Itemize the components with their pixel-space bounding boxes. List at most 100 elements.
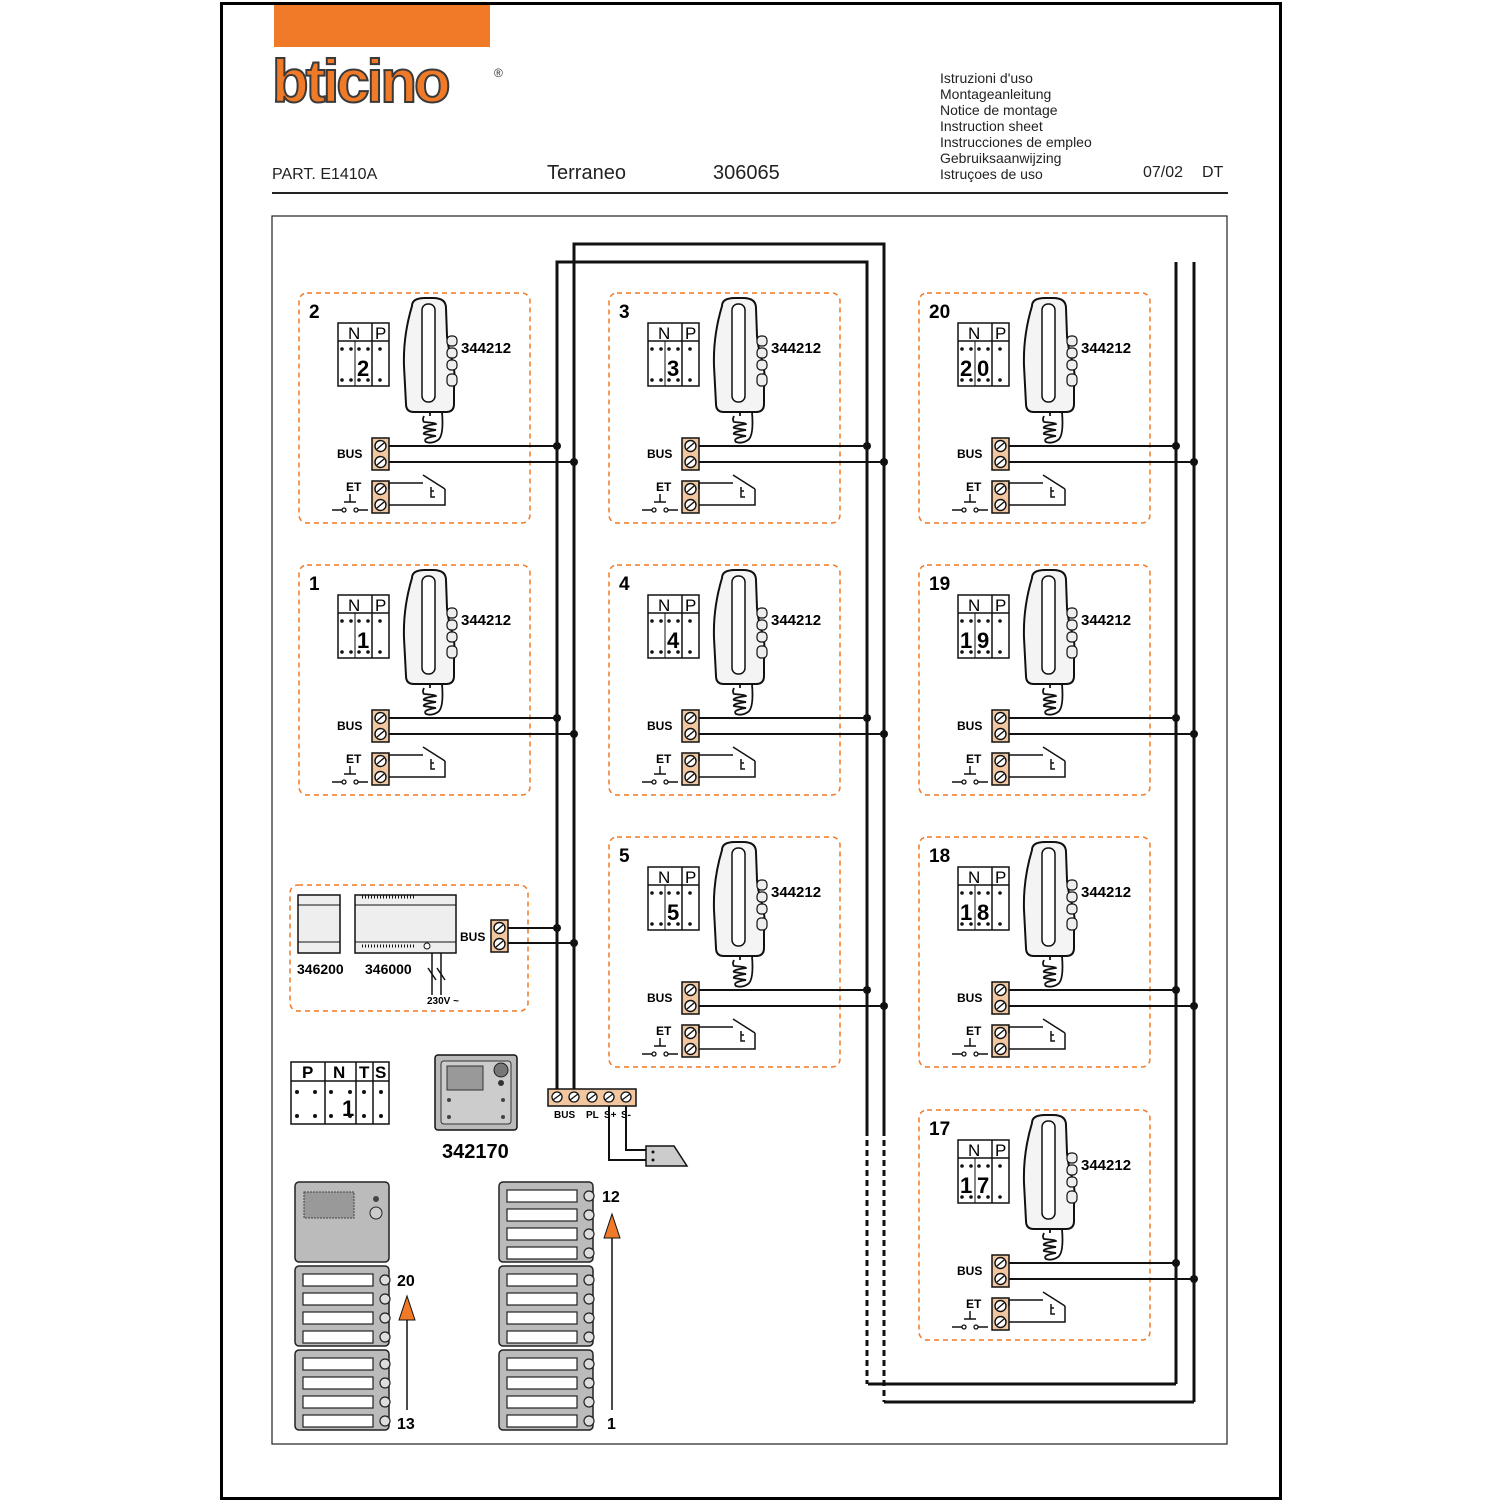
col-p: P	[302, 1063, 313, 1082]
np-col-n: N	[658, 324, 670, 343]
bus-label: BUS	[957, 447, 982, 461]
handset-model: 344212	[771, 884, 821, 901]
et-terminal	[681, 1024, 700, 1058]
np-digit-tens: 1	[960, 1173, 972, 1198]
np-digit-units: 0	[977, 356, 989, 381]
left-column-bottom: 13	[397, 1416, 415, 1433]
bell-icon	[1008, 1291, 1066, 1323]
np-col-p: P	[375, 596, 386, 615]
handset-number: 1	[309, 574, 320, 595]
handset-model: 344212	[461, 612, 511, 629]
handset-model: 344212	[1081, 1157, 1131, 1174]
col-s: S	[375, 1063, 386, 1082]
bell-icon	[698, 746, 756, 778]
entrance-model: 342170	[442, 1141, 509, 1163]
voltage-label: 230V ~	[427, 996, 459, 1007]
handset-icon	[402, 297, 458, 444]
bell-icon	[1008, 1018, 1066, 1050]
push-button-icon	[951, 493, 989, 513]
np-table	[957, 594, 1010, 659]
np-table	[957, 866, 1010, 931]
np-col-n: N	[658, 596, 670, 615]
np-table	[647, 322, 700, 387]
handset-icon	[1022, 1114, 1078, 1261]
handset-model: 344212	[1081, 884, 1131, 901]
np-col-p: P	[685, 868, 696, 887]
np-col-n: N	[968, 868, 980, 887]
supply-module-346200	[297, 894, 341, 954]
et-terminal	[991, 752, 1010, 786]
np-col-p: P	[995, 868, 1006, 887]
handset-icon	[712, 297, 768, 444]
np-col-p: P	[685, 324, 696, 343]
language-label: Instrucciones de empleo	[940, 134, 1092, 150]
power-model-b: 346000	[365, 961, 412, 977]
np-col-p: P	[685, 596, 696, 615]
et-terminal	[991, 480, 1010, 514]
np-col-p: P	[995, 324, 1006, 343]
push-button-icon	[331, 493, 369, 513]
np-col-p: P	[995, 596, 1006, 615]
handset-model: 344212	[461, 340, 511, 357]
et-terminal	[371, 480, 390, 514]
registered-mark: ®	[494, 66, 503, 80]
np-digit-units: 4	[667, 628, 680, 653]
push-button-icon	[641, 493, 679, 513]
bus-label: BUS	[957, 719, 982, 733]
col-n: N	[333, 1063, 345, 1082]
right-column-bottom: 1	[607, 1416, 616, 1433]
handset-number: 5	[619, 846, 630, 867]
np-digit-tens: 1	[960, 628, 972, 653]
np-digit-tens: 2	[960, 356, 972, 381]
np-col-p: P	[995, 1141, 1006, 1160]
diagram-frame	[271, 215, 1228, 1445]
power-bus-label: BUS	[460, 930, 485, 944]
handset-number: 19	[929, 574, 950, 595]
handset-icon	[712, 841, 768, 988]
terminal-splus-label: S+	[604, 1110, 617, 1121]
np-col-n: N	[348, 596, 360, 615]
document-type: DT	[1202, 164, 1224, 181]
handset-number: 3	[619, 302, 630, 323]
language-label: Notice de montage	[940, 102, 1058, 118]
brand-color-bar	[274, 5, 490, 47]
left-column-top: 20	[397, 1273, 415, 1290]
handset-icon	[1022, 569, 1078, 716]
instruction-sheet	[220, 2, 1282, 1500]
bell-icon	[698, 474, 756, 506]
numbering-arrows: 20 13 12 1	[397, 1189, 621, 1433]
handset-number: 18	[929, 846, 950, 867]
bell-icon	[1008, 746, 1066, 778]
et-terminal	[991, 1297, 1010, 1331]
np-table	[957, 322, 1010, 387]
handset-model: 344212	[1081, 340, 1131, 357]
push-button-icon	[641, 1037, 679, 1057]
language-label: Instruction sheet	[940, 118, 1043, 134]
series-name: Terraneo	[547, 162, 626, 184]
lock-release-icon	[645, 1145, 689, 1167]
np-digit-tens: 1	[960, 900, 972, 925]
issue-date: 07/02	[1143, 164, 1184, 181]
bus-terminal	[991, 1254, 1010, 1288]
terminal-bus-label: BUS	[554, 1110, 575, 1121]
np-digit-units: 8	[977, 900, 989, 925]
np-digit-units: 1	[357, 628, 369, 653]
power-model-a: 346200	[297, 961, 344, 977]
handset-icon	[1022, 841, 1078, 988]
np-table	[647, 866, 700, 931]
handset-number: 17	[929, 1119, 950, 1140]
et-label: ET	[966, 480, 982, 494]
part-number: PART. E1410A	[272, 166, 378, 183]
push-button-icon	[951, 765, 989, 785]
bus-terminal	[991, 981, 1010, 1015]
backbone-wires	[555, 242, 1196, 1404]
language-label: Gebruiksaanwijzing	[940, 150, 1062, 166]
handset-number: 20	[929, 302, 950, 323]
np-col-n: N	[658, 868, 670, 887]
